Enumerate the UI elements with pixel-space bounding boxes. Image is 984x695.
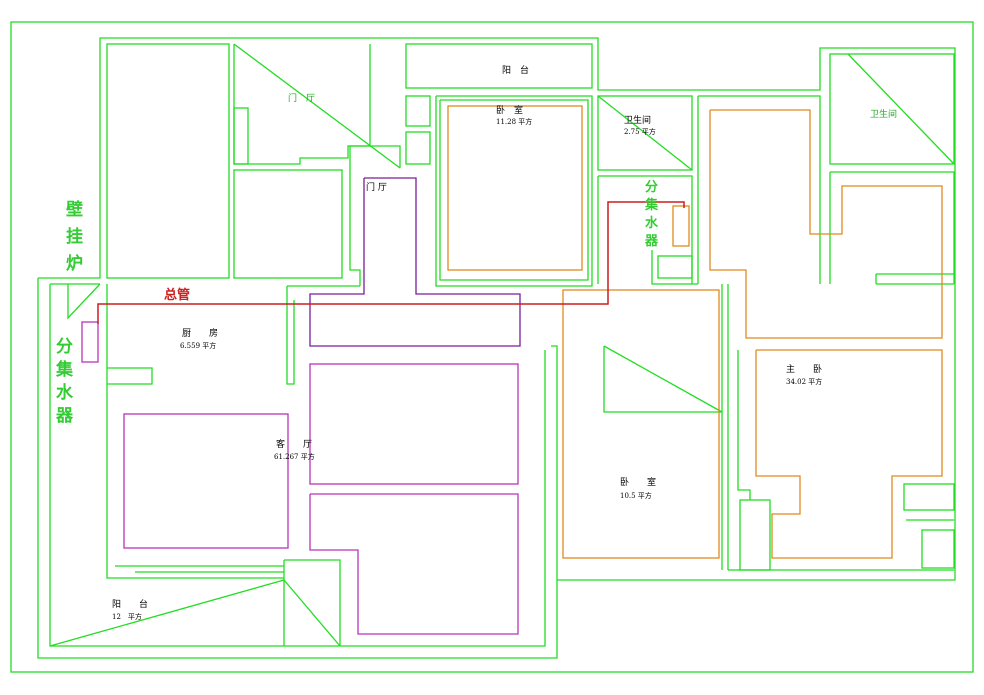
room-outlines	[447, 105, 943, 559]
label-bedroom-mid-area: 10.5 平方	[620, 491, 652, 500]
label-kitchen-area: 6.559 平方	[180, 341, 216, 350]
walls	[10, 21, 974, 673]
label-manifold-left-1: 分	[56, 337, 73, 357]
label-manifold-right-1: 分	[645, 179, 658, 195]
label-master-area: 34.02 平方	[786, 377, 822, 386]
label-bedroom-top-name: 卧 室	[496, 104, 523, 116]
hallway-outline	[309, 177, 521, 347]
living-outlines	[81, 321, 519, 635]
label-master-name: 主 卧	[786, 363, 822, 375]
label-boiler-1: 壁	[66, 199, 83, 220]
label-manifold-right-4: 器	[644, 234, 659, 249]
label-bathroom-top-area: 2.75 平方	[624, 127, 656, 136]
label-bedroom-mid-name: 卧 室	[620, 476, 656, 488]
label-bedroom-top-area: 11.28 平方	[496, 117, 532, 126]
labels: 阳 台 门 厅 门 厅 卧 室 11.28 平方 卫生间 2.75 平方 卫生间…	[55, 64, 897, 621]
label-living-name: 客 厅	[276, 438, 312, 450]
main-pipe	[97, 201, 685, 324]
label-main-pipe: 总管	[164, 287, 190, 303]
label-boiler-3: 炉	[66, 253, 83, 274]
label-balcony-top: 阳 台	[502, 64, 529, 76]
label-manifold-right-3: 水	[645, 215, 659, 231]
label-bathroom-top-name: 卫生间	[624, 114, 651, 126]
label-balcony-bottom-area: 12 平方	[112, 612, 142, 621]
label-foyer-mid: 门 厅	[366, 181, 387, 193]
label-bathroom-right: 卫生间	[870, 108, 897, 120]
label-foyer-top: 门 厅	[288, 92, 315, 104]
label-manifold-left-4: 器	[55, 406, 74, 426]
label-manifold-left-3: 水	[56, 382, 74, 403]
label-manifold-left-2: 集	[55, 359, 74, 380]
label-manifold-right-2: 集	[644, 197, 659, 213]
label-kitchen-name: 厨 房	[182, 327, 218, 339]
label-balcony-bottom-name: 阳 台	[112, 598, 148, 610]
label-living-area: 61.267 平方	[274, 452, 315, 461]
label-boiler-2: 挂	[66, 226, 83, 247]
